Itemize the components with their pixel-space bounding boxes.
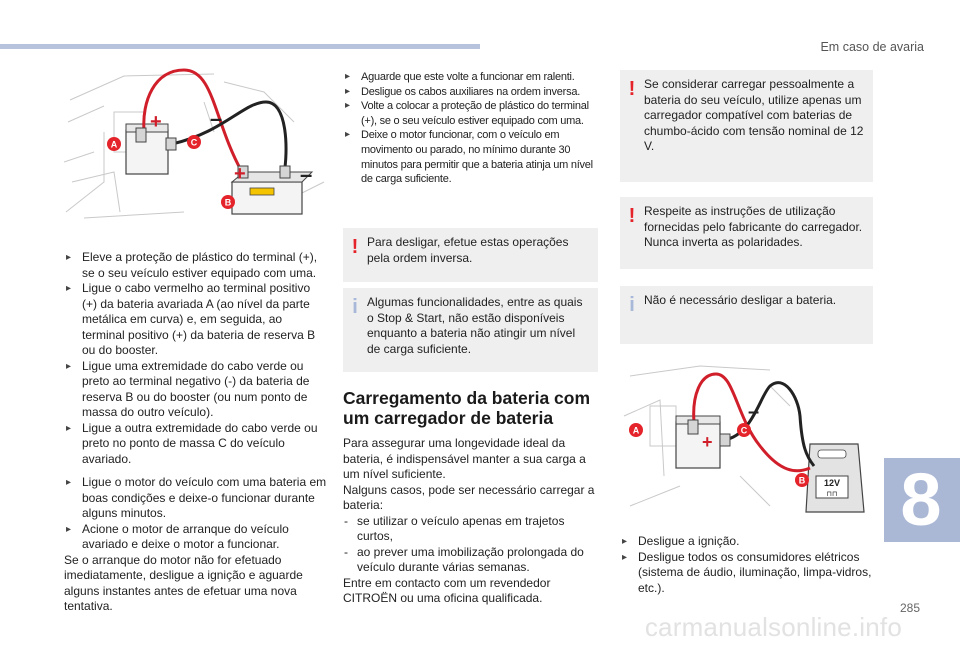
list-item: Ligue uma extremidade do cabo verde ou p… <box>64 359 328 421</box>
intro-paragraph-2: Nalguns casos, pode ser necessário carre… <box>343 482 595 513</box>
black-cable <box>171 100 288 175</box>
battery-b <box>230 171 314 215</box>
warning-icon: ! <box>628 78 636 100</box>
minus-sign-a: – <box>210 106 222 131</box>
watermark: carmanualsonline.info <box>644 612 902 642</box>
info-icon: i <box>352 296 358 318</box>
middle-steps-block: Aguarde que este volte a funcionar em ra… <box>343 70 601 187</box>
black-clamp-c <box>165 137 177 151</box>
list-item: Desligue todos os consumidores elétricos… <box>620 550 873 597</box>
warning-icon: ! <box>351 236 359 258</box>
label-c: C <box>187 135 201 149</box>
retry-paragraph: Se o arranque do motor não for efetuado … <box>64 552 303 614</box>
intro-paragraph: Para assegurar uma longevidade ideal da … <box>343 436 586 481</box>
label-b: B <box>795 473 809 487</box>
dealer-paragraph: Entre em contacto com um revendedor CITR… <box>343 575 551 606</box>
list-item: Acione o motor de arranque do veículo av… <box>64 522 328 553</box>
charging-intro: Para assegurar uma longevidade ideal da … <box>343 436 601 607</box>
list-item: Aguarde que este volte a funcionar em ra… <box>343 70 601 85</box>
plus-sign-b: + <box>234 163 246 185</box>
list-item: se utilizar o veículo apenas em trajetos… <box>343 514 601 545</box>
label-a: A <box>107 137 121 151</box>
red-cable <box>692 372 811 473</box>
warning-note-text: Para desligar, efetue estas operações pe… <box>367 235 569 265</box>
list-item: Ligue o motor do veículo com uma bateria… <box>64 475 328 522</box>
svg-text:A: A <box>633 426 640 436</box>
charging-prep-steps: Desligue a ignição. Desligue todos os co… <box>620 534 873 596</box>
list-item: Volte a colocar a proteção de plástico d… <box>343 99 601 128</box>
jump-start-diagram: + – + – A C B <box>63 68 325 219</box>
black-cable <box>723 381 816 467</box>
plus-sign: + <box>702 432 713 452</box>
disconnect-steps: Aguarde que este volte a funcionar em ra… <box>343 70 601 187</box>
battery-charger: 12V ⊓⊓ <box>805 443 865 513</box>
chapter-tab <box>884 458 960 542</box>
engine-start-steps: Ligue o motor do veículo com uma bateria… <box>64 475 328 553</box>
plus-sign-a: + <box>150 111 162 133</box>
section-title: Em caso de avaria <box>820 40 924 54</box>
minus-sign-b: – <box>300 162 312 187</box>
warning-icon: ! <box>628 205 636 227</box>
list-item: Desligue a ignição. <box>620 534 873 550</box>
warning-note-text: Se considerar carregar pessoalmente a ba… <box>644 77 864 153</box>
list-item: Deixe o motor funcionar, com o veículo e… <box>343 128 601 186</box>
list-item: Desligue os cabos auxiliares na ordem in… <box>343 85 601 100</box>
svg-text:B: B <box>799 476 806 486</box>
svg-text:B: B <box>225 198 232 208</box>
red-clamp-b <box>237 165 249 179</box>
chapter-number: 8 <box>900 458 942 541</box>
page-number: 285 <box>899 601 920 615</box>
info-note-no-disconnect: i Não é necessário desligar a bateria. <box>620 286 873 344</box>
warning-note-disconnect: ! Para desligar, efetue estas operações … <box>343 228 598 282</box>
warning-note-text: Respeite as instruções de utilização for… <box>644 204 863 249</box>
warning-note-charger: ! Se considerar carregar pessoalmente a … <box>620 70 873 182</box>
black-clamp-b <box>279 165 291 179</box>
charger-voltage-label: 12V <box>824 478 840 488</box>
charger-terminal-marks: ⊓⊓ <box>827 491 838 498</box>
list-item: Eleve a proteção de plástico do terminal… <box>64 250 328 281</box>
list-item: Ligue o cabo vermelho ao terminal positi… <box>64 281 328 359</box>
charger-illustration: 12V ⊓⊓ + – A C B <box>620 356 873 516</box>
warning-note-instructions: ! Respeite as instruções de utilização f… <box>620 197 873 269</box>
svg-text:A: A <box>111 140 118 150</box>
header-rule <box>0 44 480 49</box>
info-note-text: Não é necessário desligar a bateria. <box>644 293 837 307</box>
info-note-stop-start: i Algumas funcionalidades, entre as quai… <box>343 288 598 372</box>
charger-diagram: 12V ⊓⊓ + – A C B <box>623 365 865 513</box>
jump-start-illustration: + – + – A C B <box>63 62 328 222</box>
svg-text:C: C <box>741 426 748 436</box>
right-steps-block: Desligue a ignição. Desligue todos os co… <box>620 534 873 596</box>
red-clamp-a <box>135 127 147 143</box>
left-column: Eleve a proteção de plástico do terminal… <box>64 250 328 615</box>
charging-cases: se utilizar o veículo apenas em trajetos… <box>343 514 601 576</box>
label-c: C <box>737 423 751 437</box>
jump-start-steps: Eleve a proteção de plástico do terminal… <box>64 250 328 467</box>
list-item: ao prever uma imobilização prolongada do… <box>343 545 601 576</box>
battery-a <box>125 123 169 175</box>
label-b: B <box>221 195 235 209</box>
minus-sign: – <box>748 401 759 423</box>
info-note-text: Algumas funcionalidades, entre as quais … <box>367 295 583 356</box>
red-clamp-a <box>687 419 699 435</box>
label-a: A <box>629 423 643 437</box>
red-cable <box>142 68 244 173</box>
list-item: Ligue a outra extremidade do cabo verde … <box>64 421 328 468</box>
info-icon: i <box>629 294 635 316</box>
section-heading: Carregamento da bateria com um carregado… <box>343 388 591 428</box>
svg-text:C: C <box>191 138 198 148</box>
black-clamp-c <box>719 433 731 447</box>
